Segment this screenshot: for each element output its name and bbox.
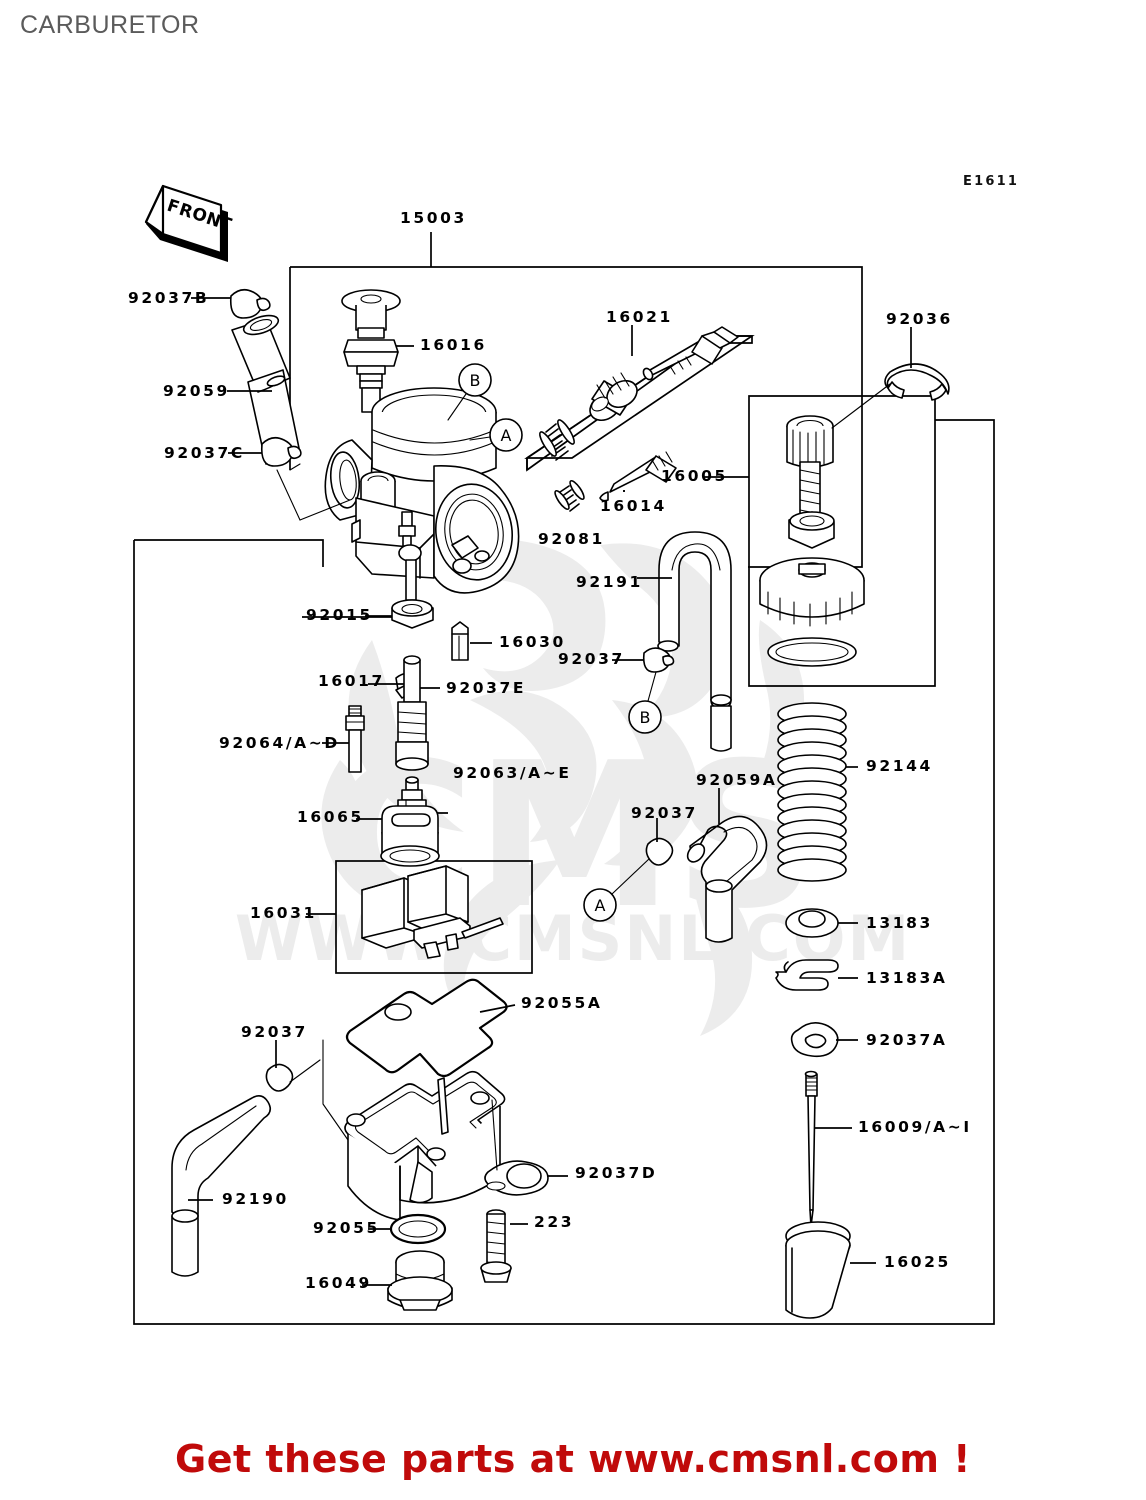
callout-92037B: 92037B (128, 289, 210, 307)
callout-92055A: 92055A (521, 994, 603, 1012)
callout-16009: 16009/A~I (858, 1118, 972, 1136)
group-marker-A-1: A (469, 418, 523, 452)
leader-lines (302, 232, 633, 618)
part-92037D-plate (484, 1099, 568, 1196)
callout-92015: 92015 (306, 606, 373, 624)
callout-92037-1: 92037 (558, 650, 625, 668)
part-carburetor-body (289, 387, 520, 601)
callout-92036: 92036 (886, 310, 953, 328)
kit-spring (539, 419, 575, 461)
group-markers: B A B A (447, 363, 662, 922)
callout-16014: 16014 (600, 497, 667, 515)
callout-92037D: 92037D (575, 1164, 658, 1182)
part-92015-nut (365, 599, 434, 629)
part-16017-jet-holder (368, 655, 429, 771)
callout-92190: 92190 (222, 1190, 289, 1208)
part-92190-hose (171, 1094, 272, 1277)
callout-92037C: 92037C (164, 444, 245, 462)
part-92191-hose (637, 531, 732, 752)
callout-92059: 92059 (163, 382, 230, 400)
svg-text:A: A (501, 426, 512, 445)
part-16049-drain-plug (362, 1250, 453, 1311)
footer-cta: Get these parts at www.cmsnl.com ! (175, 1437, 971, 1481)
callout-16065: 16065 (297, 808, 364, 826)
callout-92037-2: 92037 (631, 804, 698, 822)
part-16014-needle-jet (599, 451, 677, 502)
callout-92063: 92063/A~E (453, 764, 572, 782)
svg-text:B: B (470, 371, 481, 390)
group-marker-B-1: B (447, 363, 492, 421)
part-13183A-clip (775, 959, 858, 991)
part-92037B-clip (191, 288, 271, 319)
callout-16030: 16030 (499, 633, 566, 651)
callout-16005: 16005 (661, 467, 728, 485)
part-223-bolt (480, 1209, 528, 1283)
part-92144-spring (777, 702, 858, 882)
part-float-bowl (322, 1039, 506, 1221)
callout-223: 223 (534, 1213, 575, 1231)
group-marker-B-2: B (628, 671, 662, 734)
part-92059A-hose (686, 788, 768, 943)
part-16031-float-kit (306, 865, 504, 959)
kit-knurled-nut (589, 372, 638, 422)
front-letter-O: O (189, 204, 209, 227)
kit-needle-valve (642, 326, 739, 381)
front-letter-N: N (203, 209, 223, 232)
part-92059-tube (227, 314, 301, 465)
callout-15003: 15003 (400, 209, 467, 227)
part-92036-circlip (831, 327, 950, 429)
part-16016-fitting (341, 289, 414, 413)
part-92037-clip-2 (645, 818, 674, 866)
svg-text:A: A (595, 896, 606, 915)
part-92037C-clip (228, 436, 302, 521)
callout-16031: 16031 (250, 904, 317, 922)
part-16005-group (703, 415, 865, 667)
callout-92191: 92191 (576, 573, 643, 591)
svg-text:B: B (640, 708, 651, 727)
callout-16016: 16016 (420, 336, 487, 354)
part-92037-clip-1 (612, 647, 675, 673)
callout-13183: 13183 (866, 914, 933, 932)
page-title: CARBURETOR (20, 11, 200, 39)
part-92037-clip-3 (265, 1040, 321, 1092)
callout-16025: 16025 (884, 1253, 951, 1271)
part-92055-oring (368, 1213, 447, 1245)
part-16030-plug (451, 621, 492, 661)
callout-92037A: 92037A (866, 1031, 948, 1049)
part-16009-jet-needle (804, 1070, 852, 1227)
part-92081-spring (554, 479, 585, 512)
sheet-code: E1611 (963, 174, 1020, 189)
callout-13183A: 13183A (866, 969, 948, 987)
front-letter-R: R (176, 200, 195, 223)
callout-92064: 92064/A~D (219, 734, 340, 752)
part-92037A-eclip (790, 1022, 858, 1058)
front-direction-marker: F R O N T (144, 184, 234, 262)
group-marker-A-2: A (583, 857, 651, 922)
callout-92055: 92055 (313, 1219, 380, 1237)
callout-16021: 16021 (606, 308, 673, 326)
part-16065-valve-seat (356, 805, 440, 867)
callout-16049: 16049 (305, 1274, 372, 1292)
part-16021-kit (539, 326, 739, 461)
callout-92059A: 92059A (696, 771, 778, 789)
callout-92037-3: 92037 (241, 1023, 308, 1041)
callout-16017: 16017 (318, 672, 385, 690)
callout-92144: 92144 (866, 757, 933, 775)
part-92064-jet (322, 705, 365, 773)
part-92055A-gasket (345, 978, 516, 1078)
callout-92037E: 92037E (446, 679, 527, 697)
callout-92081: 92081 (538, 530, 605, 548)
part-13183-washer (785, 908, 858, 938)
part-16025-cap (785, 1221, 876, 1319)
